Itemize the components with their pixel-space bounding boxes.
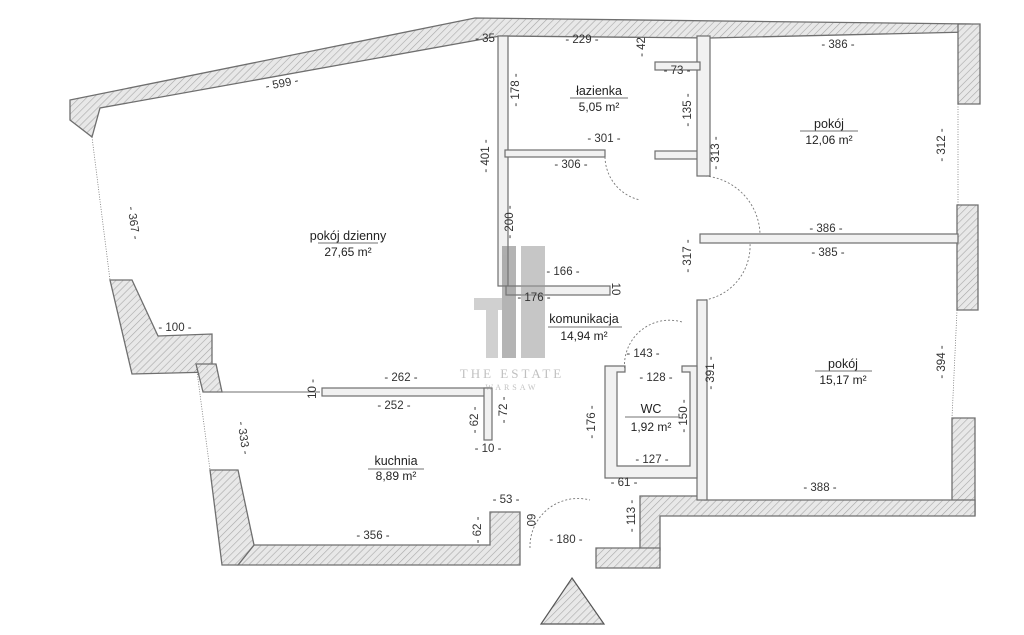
dimension-label: - 176 - (586, 405, 598, 438)
room-ne-name: pokój (814, 117, 844, 131)
dimension-label: - 229 - (565, 34, 598, 46)
room-wc-name: WC (641, 402, 662, 416)
room-wc-area: 1,92 m² (631, 420, 672, 434)
wall-kitchen-east (483, 387, 493, 441)
dimension-label: - 42 (636, 37, 648, 57)
logo-bar-2 (521, 246, 545, 358)
wall-south-east (639, 495, 976, 551)
dimension-label: - 401 - (480, 139, 492, 172)
wall-south-entry (595, 547, 661, 569)
line-west-window (91, 136, 111, 281)
watermark-brand: THE ESTATE (460, 366, 564, 381)
dimension-label: - 385 - (811, 247, 844, 259)
room-kitchen-name: kuchnia (374, 454, 417, 468)
line-west-window-2 (195, 363, 211, 471)
room-bathroom-name: łazienka (576, 84, 622, 98)
dimension-label: - 72 - (498, 396, 510, 423)
room-living-name: pokój dzienny (310, 229, 387, 243)
dimension-label: - 394 - (936, 345, 948, 378)
wall-north (69, 17, 971, 139)
dimension-label: 10 (609, 283, 621, 296)
room-kitchen-area: 8,89 m² (376, 469, 417, 483)
entrance-arrow-icon (539, 576, 606, 625)
dimension-label: - 62 - (469, 406, 481, 433)
door-room-ne (704, 175, 761, 235)
dimension-label: - 386 - (809, 223, 842, 235)
dimension-label: - 35 (475, 33, 495, 45)
wall-east-upper (957, 23, 981, 105)
line-east-window-2 (951, 309, 958, 419)
exterior-walls (69, 17, 981, 569)
dimension-label: - 135 - (682, 93, 694, 126)
dimension-label: - 386 - (821, 39, 854, 51)
wall-bathroom-notch (654, 61, 701, 71)
dimension-label: - 73 - (664, 65, 691, 77)
room-labels: pokój dzienny 27,65 m² łazienka 5,05 m² … (310, 84, 872, 483)
room-corridor-area: 14,94 m² (560, 329, 607, 343)
wall-west-kitchen-corner (195, 363, 223, 393)
logo-bar-4 (486, 298, 498, 358)
dimension-label: - 391 - (705, 356, 717, 389)
dimension-label: - 317 - (682, 239, 694, 272)
room-bathroom-area: 5,05 m² (579, 100, 620, 114)
door-bathroom (604, 156, 641, 201)
wall-rooms-divider (699, 233, 959, 244)
dimension-label: - 388 - (803, 482, 836, 494)
wall-bathroom-east (696, 35, 711, 177)
dimension-label: - 62 - (472, 516, 484, 543)
dimension-label: - 313 - (710, 136, 722, 169)
wall-kitchen-north (321, 387, 490, 397)
dimension-label: - 301 - (587, 133, 620, 145)
dimension-labels: - 599 - - 35 - 229 - - 42 - 386 - - 73 -… (125, 33, 948, 546)
door-entry (529, 498, 591, 549)
dimension-label: - 143 - (626, 348, 659, 360)
door-room-se (704, 242, 751, 301)
wall-bathroom-south-2 (654, 150, 700, 160)
dimension-label: - 53 - (493, 494, 520, 506)
wall-bathroom-south (504, 149, 606, 158)
room-ne-area: 12,06 m² (805, 133, 852, 147)
dimension-label: - 166 - (546, 266, 579, 278)
dimension-label: - 252 - (377, 400, 410, 412)
wall-west-jog (109, 279, 213, 375)
dimension-label: - 262 - (384, 372, 417, 384)
dimension-label: 10 - (307, 379, 319, 399)
dimension-label: - 150 - (678, 399, 690, 432)
watermark-logo: THE ESTATE WARSAW (460, 246, 564, 392)
dimension-label: - 113 - (626, 500, 638, 533)
dimension-label: - 312 - (936, 128, 948, 161)
wall-west-kitchen (209, 469, 255, 566)
watermark-sub: WARSAW (486, 383, 539, 392)
dimension-label: - 367 - (125, 206, 142, 241)
dimension-label: - 333 - (235, 421, 252, 456)
dimension-label: - 180 - (549, 534, 582, 546)
dimension-label: - 178 - (510, 73, 522, 106)
room-se-name: pokój (828, 357, 858, 371)
dimension-label: - 306 - (554, 159, 587, 171)
wall-room-se-west (696, 299, 708, 501)
dimension-label: - 128 - (639, 372, 672, 384)
logo-bar-1 (502, 246, 516, 358)
dimension-label: - 100 - (158, 322, 191, 334)
dimension-label: 60 (524, 514, 536, 527)
dimension-label: - 176 - (517, 292, 550, 304)
dimension-label: - 127 - (635, 454, 668, 466)
wall-east-middle (956, 204, 979, 311)
dimension-label: - 61 - (611, 477, 638, 489)
room-corridor-name: komunikacja (549, 312, 619, 326)
room-se-area: 15,17 m² (819, 373, 866, 387)
room-living-area: 27,65 m² (324, 245, 371, 259)
dimension-label: - 200 - (504, 205, 516, 238)
doors (529, 156, 761, 549)
dimension-label: - 356 - (356, 530, 389, 542)
dimension-label: - 10 - (475, 443, 502, 455)
door-wc (624, 319, 683, 373)
